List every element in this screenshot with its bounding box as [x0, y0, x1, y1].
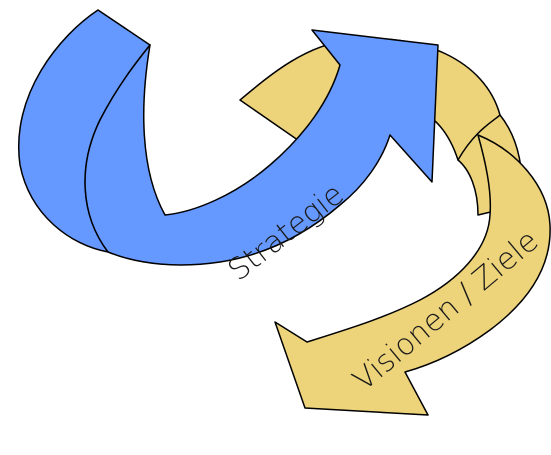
strategy-arrow-body	[84, 29, 439, 266]
strategy-arrow: Strategie	[17, 9, 439, 288]
vision-arrow-body	[274, 134, 551, 416]
vision-arrow-label: Visionen / Ziele	[346, 223, 545, 398]
